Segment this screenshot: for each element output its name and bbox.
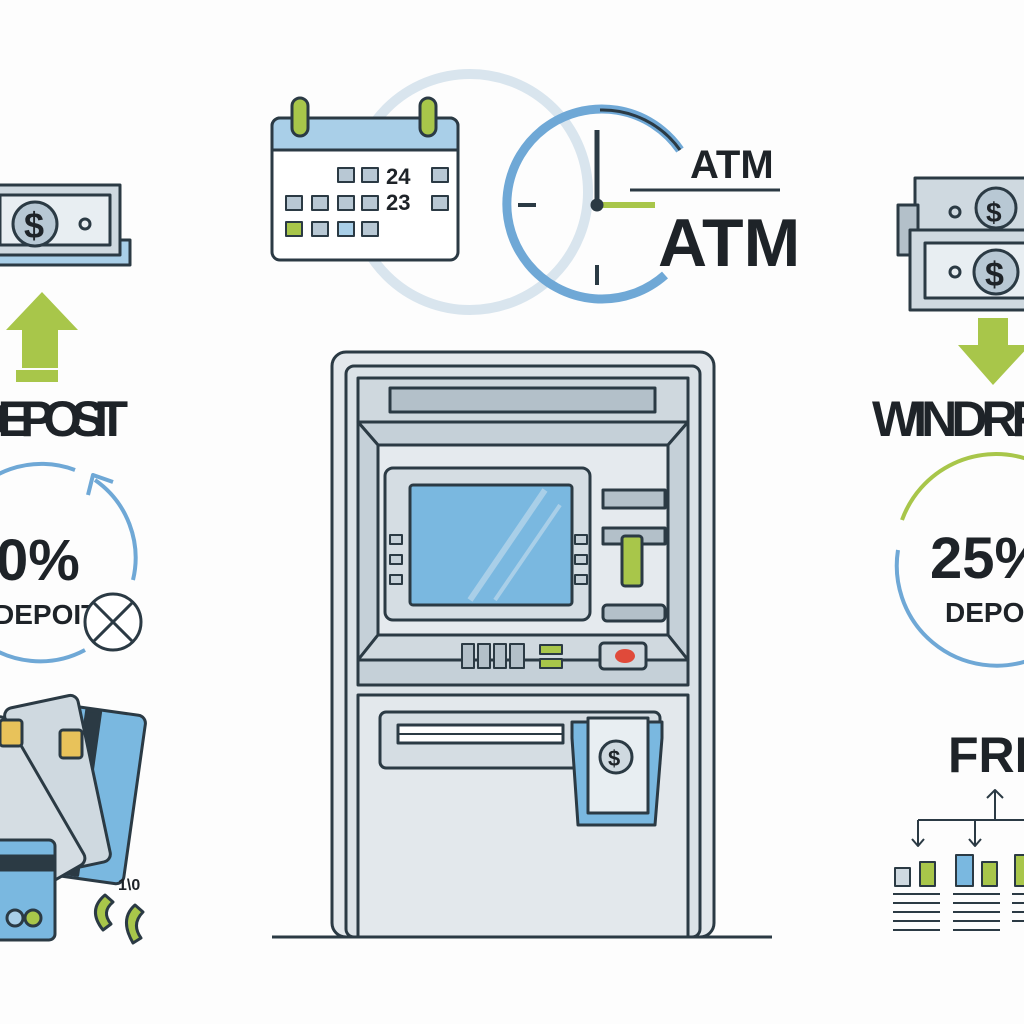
arrow-down-icon [958,318,1024,385]
deposit-ring-bottom [0,648,86,664]
cancel-circle-icon [83,592,143,652]
dollar-sign: $ [24,205,44,246]
credit-cards-icon [0,693,147,942]
clock-icon [502,104,684,304]
cash-dispenser-icon [570,716,664,827]
calendar-date-24: 24 [386,164,411,189]
money-stack-icon [0,183,132,267]
deposit-caption: DEPOIT [0,599,98,630]
screen-icon [408,483,574,607]
keypad-icon [461,643,563,669]
withdrawal-ring-bottom [894,549,1024,668]
fees-label: FRE [948,727,1024,783]
dollar-sign: $ [608,746,620,771]
money-stack-icon [896,176,1024,312]
withdrawal-ring-top [900,452,1024,521]
bar-chart-icon [893,854,1024,931]
card-text: 1\0 [118,877,140,894]
arrow-up-icon [6,292,78,368]
atm-label-large: ATM [658,205,800,281]
dollar-sign: $ [986,197,1002,228]
withdrawal-title: WINDRF [872,391,1024,447]
calendar-icon [270,96,460,262]
deposit-ring-arrow [93,478,138,581]
calendar-date-23: 23 [386,190,410,215]
deposit-percent: 0% [0,528,80,593]
withdrawal-caption: DEPOI [945,597,1024,628]
dollar-sign: $ [985,256,1004,294]
deposit-ring [0,461,76,476]
branch-arrows-icon [911,789,1024,847]
arrow-head [86,473,114,496]
arrow-base [16,370,58,382]
coin-icon [94,893,145,945]
deposit-title: DEPOSIT [0,391,128,447]
atm-label-small: ATM [690,143,774,187]
atm-machine: $ [330,350,716,939]
withdrawal-percent: 25% [930,526,1024,591]
